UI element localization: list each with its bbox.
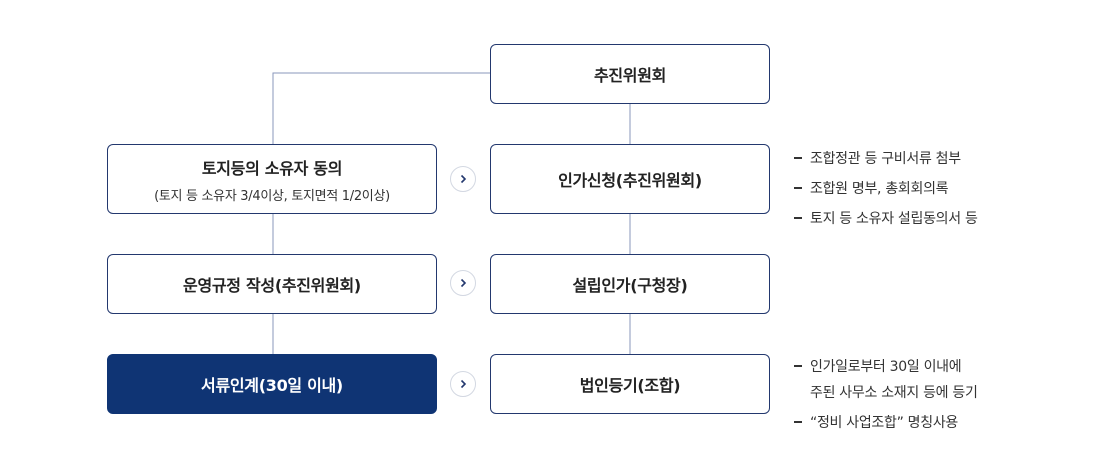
note-approval-1-text: 조합정관 등 구비서류 첨부 bbox=[810, 151, 961, 167]
box-rules: 운영규정 작성(추진위원회) bbox=[107, 254, 437, 314]
note-registration-2-text: “정비 사업조합” 명칭사용 bbox=[810, 415, 959, 431]
box-committee-label: 추진위원회 bbox=[593, 66, 667, 85]
connector-committee-consent bbox=[272, 72, 490, 145]
note-registration-1b-text: 주된 사무소 소재지 등에 등기 bbox=[810, 385, 978, 401]
box-establishment: 설립인가(구청장) bbox=[490, 254, 770, 314]
chevron-right-icon bbox=[450, 371, 476, 397]
box-registration-label: 법인등기(조합) bbox=[579, 376, 681, 395]
box-owner-consent-sub: (토지 등 소유자 3/4이상, 토지면적 1/2이상) bbox=[154, 188, 390, 204]
box-owner-consent: 토지등의 소유자 동의 (토지 등 소유자 3/4이상, 토지면적 1/2이상) bbox=[107, 144, 437, 214]
box-owner-consent-label: 토지등의 소유자 동의 bbox=[201, 158, 343, 178]
note-registration-1-text: 인가일로부터 30일 이내에 bbox=[810, 359, 962, 375]
chevron-right-icon bbox=[450, 270, 476, 296]
dash-mark bbox=[794, 217, 802, 219]
box-committee: 추진위원회 bbox=[490, 44, 770, 104]
box-rules-label: 운영규정 작성(추진위원회) bbox=[183, 276, 361, 295]
note-approval-3-text: 토지 등 소유자 설립동의서 등 bbox=[810, 211, 978, 227]
box-handover-label: 서류인계(30일 이내) bbox=[201, 376, 343, 395]
box-handover: 서류인계(30일 이내) bbox=[107, 354, 437, 414]
box-establishment-label: 설립인가(구청장) bbox=[572, 276, 688, 295]
box-registration: 법인등기(조합) bbox=[490, 354, 770, 414]
dash-mark bbox=[794, 187, 802, 189]
note-approval-2-text: 조합원 명부, 총회회의록 bbox=[810, 181, 949, 197]
dash-mark bbox=[794, 421, 802, 423]
dash-mark bbox=[794, 157, 802, 159]
box-approval-request-label: 인가신청(추진위원회) bbox=[558, 171, 702, 190]
chevron-right-icon bbox=[450, 166, 476, 192]
box-approval-request: 인가신청(추진위원회) bbox=[490, 144, 770, 214]
dash-mark bbox=[794, 365, 802, 367]
